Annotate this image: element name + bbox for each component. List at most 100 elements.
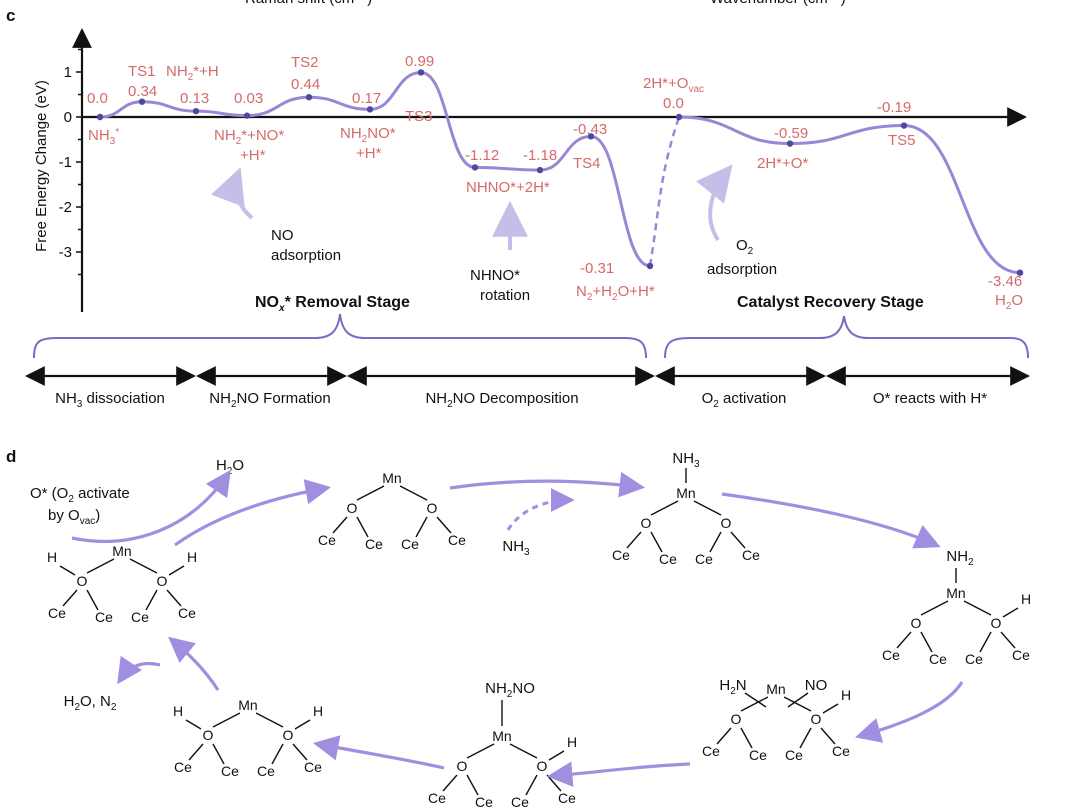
cut-top-right-label: Wavenumber (cm⁻¹): [710, 0, 846, 7]
bond: [820, 727, 836, 745]
energy-point: [192, 107, 200, 115]
cerium-atom: Ce: [174, 759, 192, 775]
energy-point: [366, 106, 374, 113]
mn-atom: Mn: [766, 681, 785, 697]
cerium-atom: Ce: [131, 609, 149, 625]
bond: [166, 589, 182, 607]
species-label: NH2*+H: [166, 63, 219, 83]
nh2no-ligand-label: NH2NO: [485, 680, 535, 700]
species-label: TS2: [291, 54, 319, 71]
hydrogen-atom: H: [567, 734, 577, 750]
annotation-text: O2: [736, 237, 754, 257]
cerium-atom: Ce: [612, 547, 630, 563]
bond: [255, 712, 284, 728]
cerium-atom: Ce: [221, 763, 239, 779]
species-label-line2: +H*: [240, 147, 266, 164]
cerium-atom: Ce: [965, 651, 983, 667]
mn-atom: Mn: [382, 470, 401, 486]
energy-point: [646, 262, 654, 270]
cerium-atom: Ce: [511, 794, 529, 810]
cerium-atom: Ce: [785, 747, 803, 763]
bond: [212, 712, 241, 728]
h2n-ligand-label: H2N: [719, 677, 746, 697]
energy-value-label: 0.03: [234, 90, 263, 107]
energy-value-label: -1.18: [523, 147, 557, 164]
bond: [86, 558, 115, 574]
cerium-atom: Ce: [558, 790, 576, 806]
oxygen-atom: O: [157, 573, 168, 589]
products-label: H2O, N2: [64, 693, 117, 713]
hydrogen-atom: H: [1021, 591, 1031, 607]
step-label: O2 activation: [702, 390, 787, 410]
energy-point: [305, 94, 313, 101]
bond: [415, 516, 428, 538]
bond: [1002, 607, 1019, 618]
oxygen-atom: O: [537, 758, 548, 774]
mn-atom: Mn: [676, 485, 695, 501]
species-label: H2O: [995, 292, 1023, 312]
stage-title-removal: NOx* Removal Stage: [255, 294, 410, 314]
annotation-arrow: [695, 164, 733, 242]
bond: [783, 696, 812, 712]
cerium-atom: Ce: [48, 605, 66, 621]
species-label: TS1: [128, 63, 156, 80]
bond: [963, 600, 992, 616]
oxygen-atom: O: [203, 727, 214, 743]
bond: [822, 703, 839, 714]
oxygen-atom: O: [731, 711, 742, 727]
cerium-atom: Ce: [749, 747, 767, 763]
species-label-line2: +H*: [356, 145, 382, 162]
cut-top-left-label: Raman shift (cm⁻¹): [245, 0, 372, 7]
oxygen-atom: O: [77, 573, 88, 589]
oxygen-atom: O: [911, 615, 922, 631]
species-label: NH3*: [88, 127, 119, 147]
panel-c-letter: c: [6, 6, 15, 25]
cycle-arrow: [855, 681, 964, 743]
bond: [896, 631, 912, 649]
hydrogen-atom: H: [841, 687, 851, 703]
energy-value-label: 0.99: [405, 53, 434, 70]
step-label: NH2NO Formation: [209, 390, 330, 410]
y-axis-label: Free Energy Change (eV): [33, 80, 50, 252]
step-label: NH2NO Decomposition: [425, 390, 578, 410]
energy-value-label: 0.13: [180, 90, 209, 107]
bond: [799, 727, 812, 749]
energy-point: [900, 122, 908, 129]
bond: [979, 631, 992, 653]
hydrogen-atom: H: [47, 549, 57, 565]
bond: [525, 774, 538, 796]
bond: [185, 719, 202, 730]
energy-value-label: -0.19: [877, 99, 911, 116]
y-tick-label: 0: [64, 109, 72, 126]
annotation-text: NO: [271, 227, 294, 244]
energy-value-label: 0.17: [352, 90, 381, 107]
oxygen-atom: O: [811, 711, 822, 727]
energy-point: [786, 140, 794, 147]
cerium-atom: Ce: [448, 532, 466, 548]
energy-value-label: 0.34: [128, 83, 157, 100]
bond: [168, 565, 185, 576]
energy-point: [417, 69, 425, 76]
energy-value-label: -1.12: [465, 147, 499, 164]
h2o-release-label: H2O: [216, 457, 244, 477]
cycle-arrow: [312, 735, 445, 770]
bond: [548, 750, 565, 761]
species-label: N2+H2O+H*: [576, 283, 655, 303]
cerium-atom: Ce: [882, 647, 900, 663]
annotation-text: adsorption: [707, 261, 777, 278]
bond: [1000, 631, 1016, 649]
bond: [436, 516, 452, 534]
energy-point: [1016, 269, 1024, 276]
annotation-text: rotation: [480, 287, 530, 304]
oxygen-atom: O: [991, 615, 1002, 631]
cerium-atom: Ce: [257, 763, 275, 779]
cerium-atom: Ce: [304, 759, 322, 775]
bond: [442, 774, 458, 792]
cerium-atom: Ce: [702, 743, 720, 759]
cycle-arrow: [71, 469, 231, 543]
bond: [271, 743, 284, 765]
oxygen-atom: O: [721, 515, 732, 531]
